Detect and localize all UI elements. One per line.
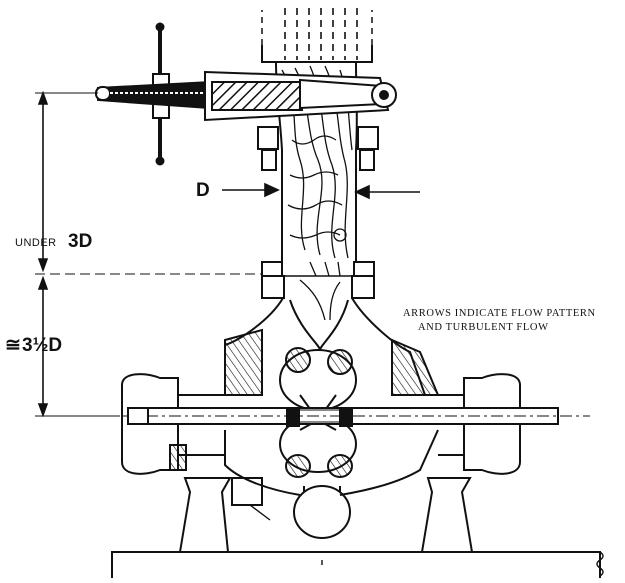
dimension-lines — [35, 90, 420, 418]
base-plate — [111, 551, 604, 583]
lower-dimension-value: 3½D — [22, 335, 62, 356]
valve-stem — [95, 80, 211, 110]
pump-casing — [224, 297, 440, 539]
diameter-label: D — [196, 180, 210, 201]
pump-shaft — [100, 407, 590, 427]
pump-pedestals — [178, 477, 474, 553]
approx-symbol: ≅ — [5, 335, 21, 356]
valve-body — [204, 70, 397, 122]
right-bearing-housing — [438, 373, 521, 475]
suction-pipe — [257, 8, 379, 299]
flow-note-line-1: ARROWS INDICATE FLOW PATTERN — [403, 308, 596, 319]
upper-dimension-value: 3D — [68, 231, 92, 252]
left-bearing-housing — [121, 373, 225, 475]
flow-note-line-2: AND TURBULENT FLOW — [418, 322, 549, 333]
upper-dimension-prefix: UNDER — [15, 237, 57, 249]
